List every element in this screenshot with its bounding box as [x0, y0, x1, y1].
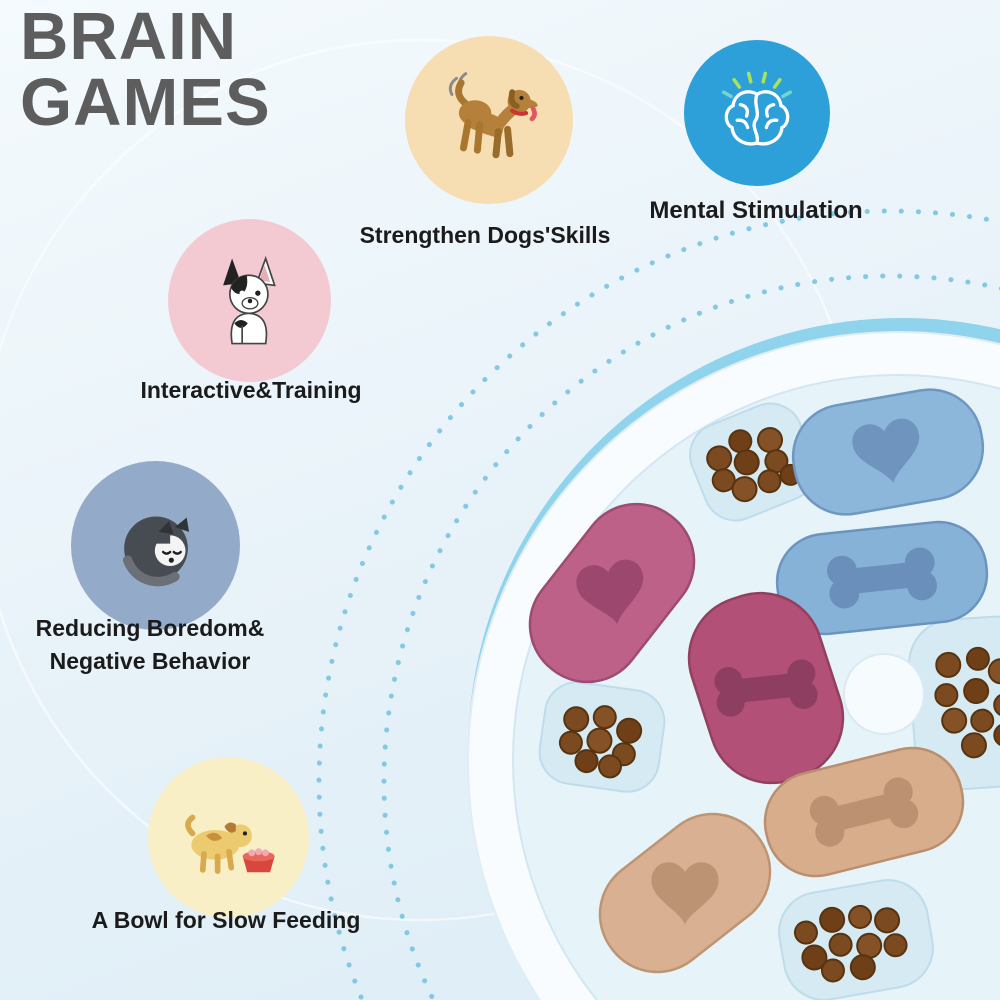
dog-eating-bowl-icon	[184, 814, 275, 874]
kibble-cluster	[558, 705, 643, 779]
paddle-tan-heart[interactable]	[577, 791, 792, 994]
feature-label-interactive: Interactive&Training	[140, 377, 362, 403]
title-line-2: GAMES	[20, 64, 271, 140]
playing-dog-icon	[448, 72, 538, 159]
tray-center-hub	[843, 653, 925, 735]
feature-label-bowl: A Bowl for Slow Feeding	[91, 907, 361, 933]
kibble-compartment-left	[538, 681, 666, 793]
title-line-1: BRAIN	[20, 0, 238, 74]
dotted-arcs	[316, 208, 1000, 1000]
dog-puzzle-feeder	[467, 318, 1000, 1000]
feature-circle-strengthen	[405, 36, 573, 204]
sleeping-dog-icon	[122, 516, 189, 586]
feature-label-boredom: Reducing Boredom& Negative Behavior	[0, 612, 300, 679]
feature-circle-mental	[684, 40, 830, 186]
feature-label-mental: Mental Stimulation	[649, 197, 863, 224]
feature-circle-bowl	[148, 757, 309, 918]
kibble-compartment-top	[689, 402, 817, 522]
brain-icon	[721, 71, 793, 146]
french-bulldog-icon	[222, 255, 276, 344]
feature-label-boredom-line-2: Negative Behavior	[49, 648, 251, 675]
paddle-tan-bone[interactable]	[754, 737, 973, 886]
feature-label-boredom-line-1: Reducing Boredom&	[35, 615, 265, 641]
kibble-compartment-bottom	[778, 879, 934, 1000]
dotted-arc-inner	[381, 273, 1000, 1000]
paddle-blue-heart[interactable]	[785, 381, 991, 522]
kibble-cluster	[793, 904, 908, 983]
feature-circle-boredom	[71, 461, 240, 630]
dotted-arc-outer	[316, 208, 1000, 1000]
page-title: BRAIN GAMES	[20, 0, 271, 140]
feature-label-strengthen: Strengthen Dogs'Skills	[359, 222, 611, 248]
paddle-blue-bone[interactable]	[772, 517, 991, 638]
feature-circle-interactive	[168, 219, 331, 382]
kibble-cluster	[706, 427, 802, 503]
paddle-pink-heart[interactable]	[507, 481, 716, 704]
